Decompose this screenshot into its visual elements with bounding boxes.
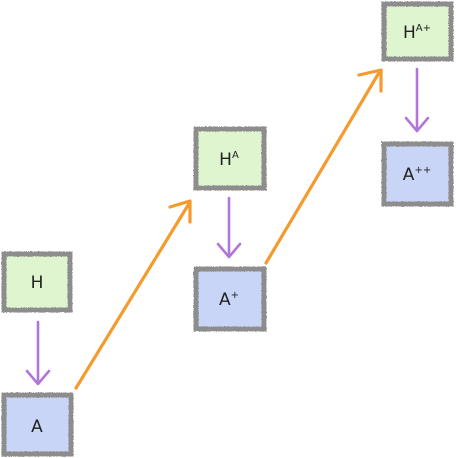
distill-arrow-1 — [74, 199, 192, 390]
node-h: H — [1, 251, 73, 313]
node-a-plus-sup: + — [231, 290, 239, 301]
node-a-plus-label: A — [219, 290, 231, 310]
node-a-plus-plus-label: A — [403, 165, 415, 185]
amplify-arrow-1 — [25, 320, 51, 386]
node-a-plus-plus: A++ — [381, 141, 454, 207]
svg-text:HA+: HA+ — [403, 23, 431, 43]
node-ha-sup: A — [232, 150, 239, 161]
node-a-plus: A+ — [193, 266, 267, 332]
node-a-label: A — [31, 417, 43, 437]
node-ha-plus-sup: A+ — [416, 23, 431, 34]
amplify-arrow-3 — [404, 67, 430, 133]
node-h-label: H — [31, 273, 44, 293]
node-ha-plus: HA+ — [381, 1, 454, 62]
node-a: A — [1, 392, 74, 457]
distill-arrow-2 — [264, 68, 383, 265]
node-ha-plus-label: H — [403, 23, 416, 43]
svg-text:A++: A++ — [403, 165, 431, 185]
svg-text:H: H — [31, 273, 44, 293]
node-a-plus-plus-sup: ++ — [414, 165, 431, 176]
svg-text:A+: A+ — [219, 290, 239, 310]
amplify-arrow-2 — [216, 196, 242, 259]
node-ha-label: H — [219, 150, 232, 170]
svg-text:HA: HA — [219, 150, 239, 170]
node-ha: HA — [193, 126, 267, 191]
svg-text:A: A — [31, 417, 43, 437]
